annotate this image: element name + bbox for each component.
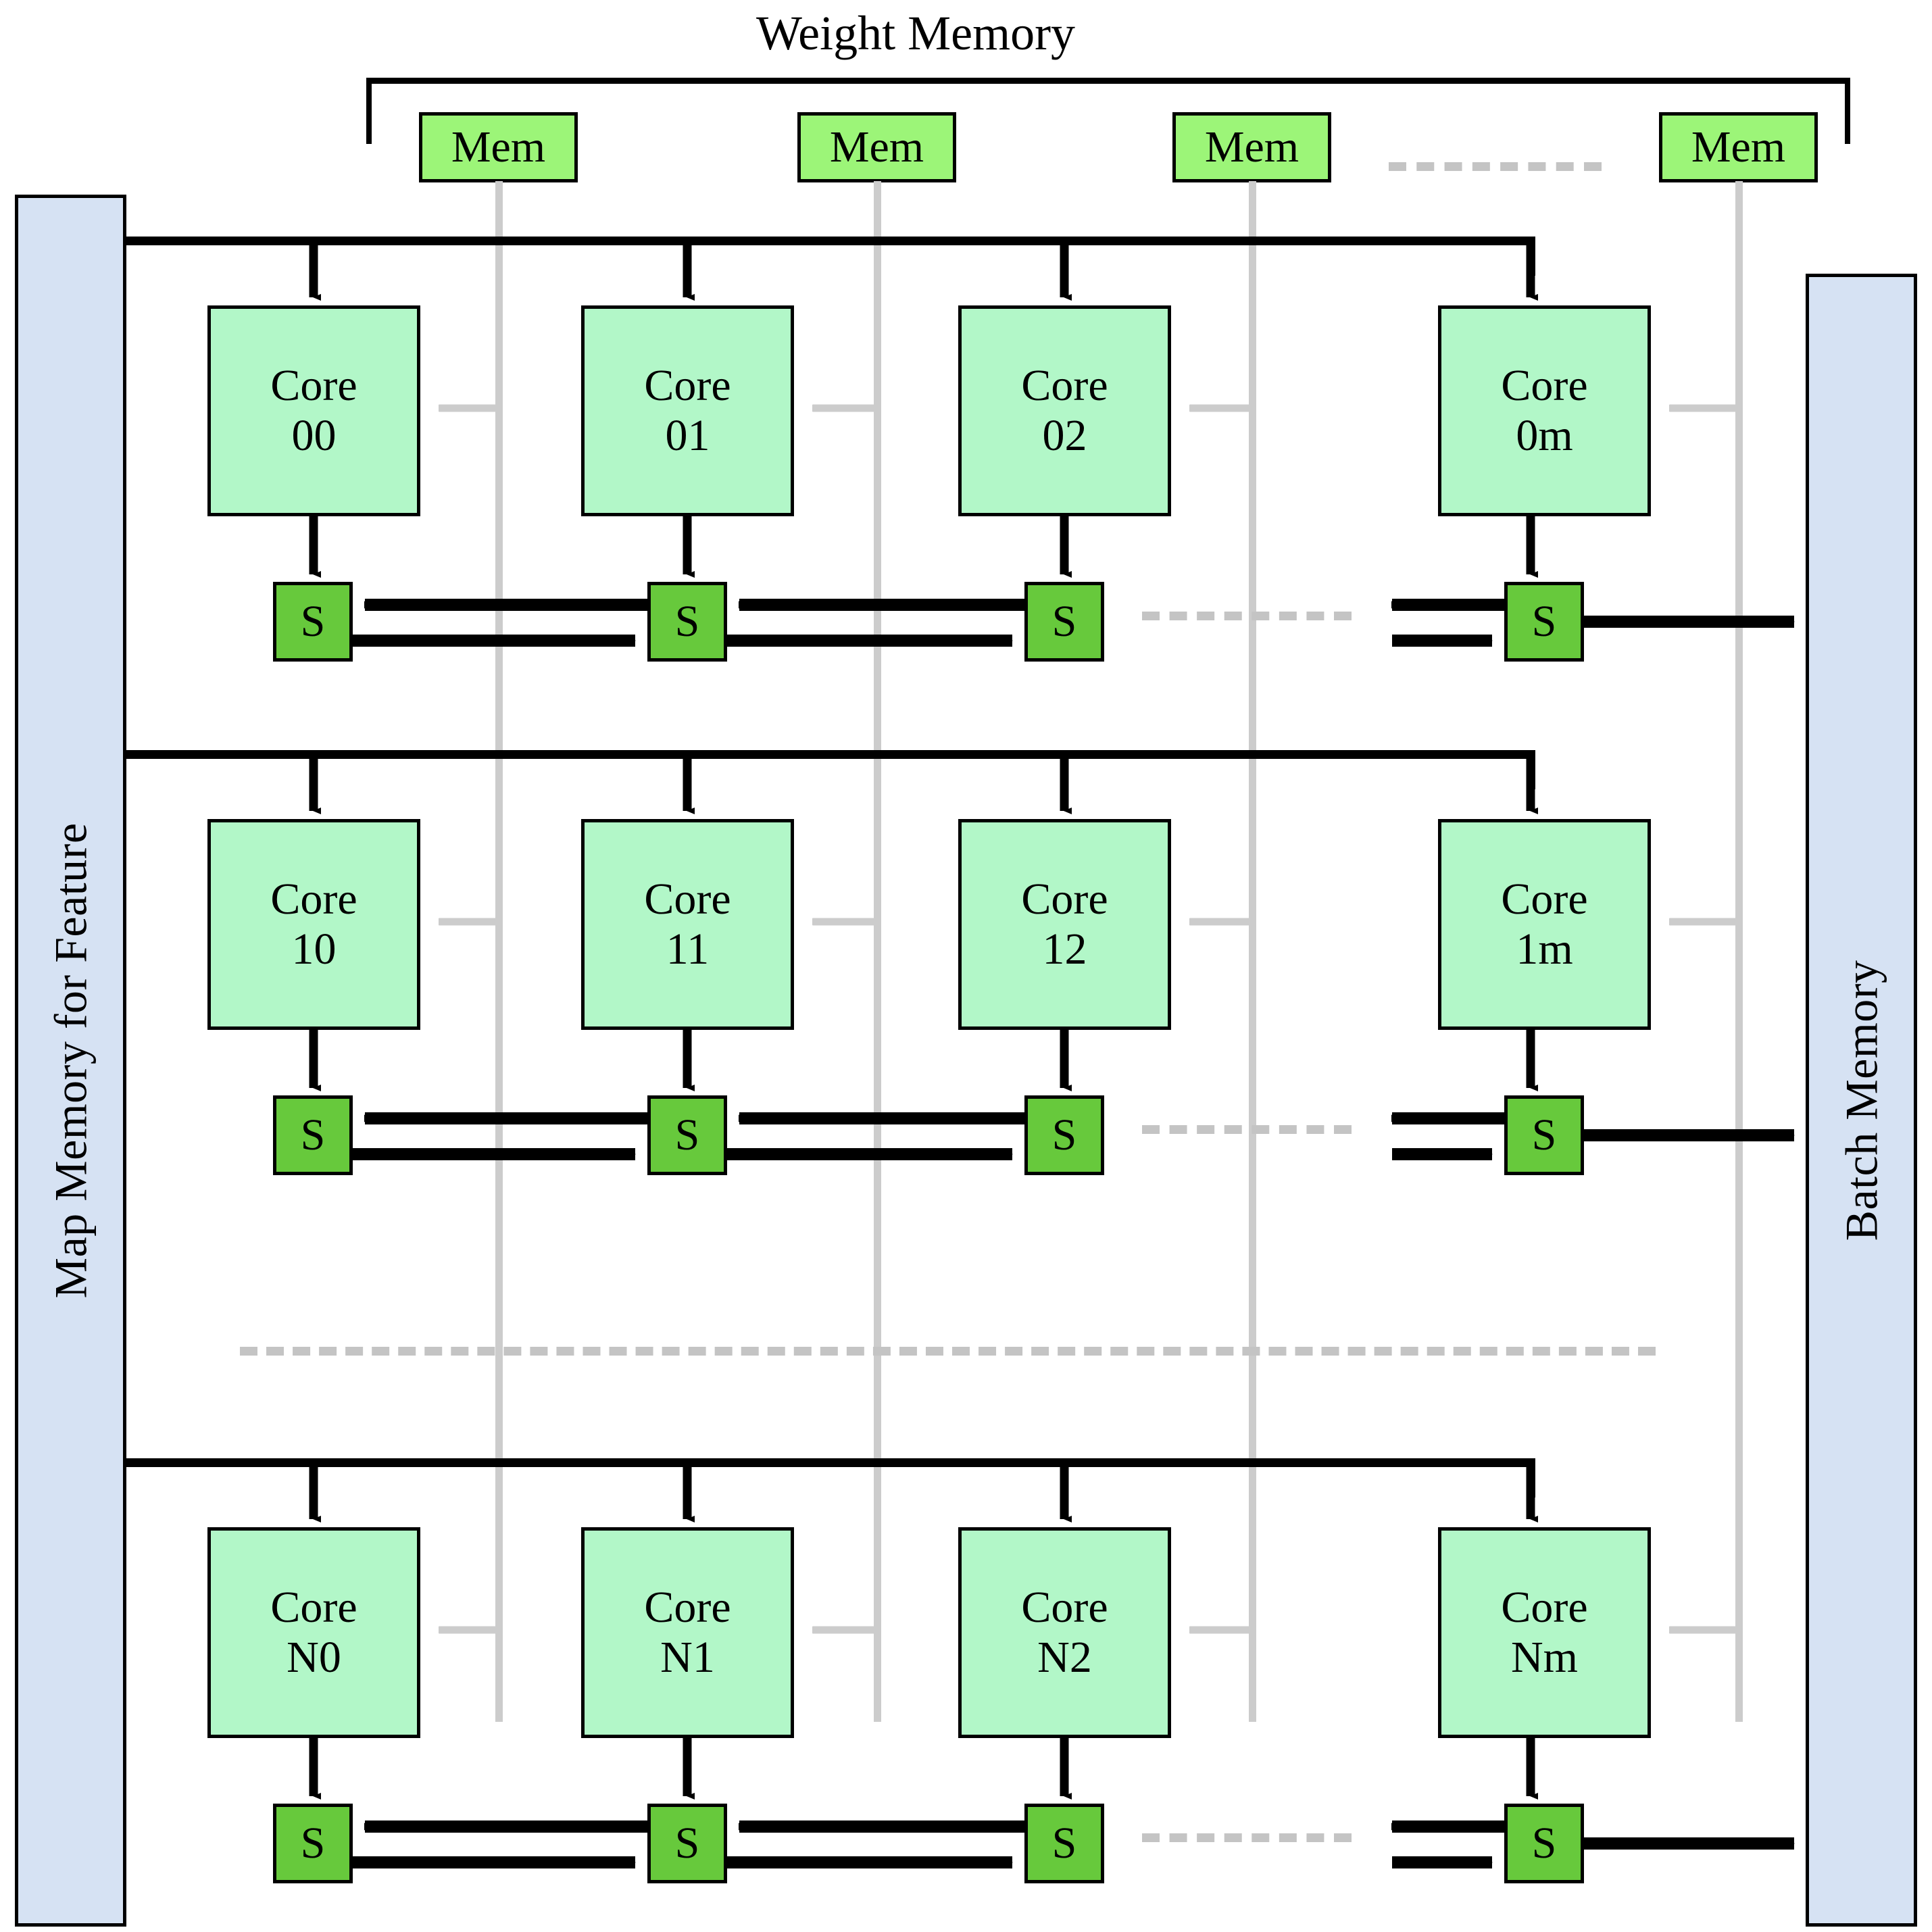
core-N2[interactable]: Core N2 (958, 1527, 1171, 1738)
switch-0m[interactable]: S (1504, 582, 1584, 662)
switch-N1[interactable]: S (647, 1804, 727, 1883)
core-index: N1 (660, 1633, 715, 1682)
core-name: Core (644, 361, 731, 411)
weight-mem-module-label: Mem (451, 122, 546, 172)
switch-label: S (674, 1110, 700, 1160)
weight-mem-module-label: Mem (1691, 122, 1786, 172)
core-index: 10 (291, 924, 337, 974)
core-index: 1m (1516, 924, 1573, 974)
switch-Nm[interactable]: S (1504, 1804, 1584, 1883)
switch-label: S (1051, 1818, 1077, 1868)
weight-mem-ellipsis (1389, 162, 1602, 171)
core-index: N0 (287, 1633, 341, 1682)
core-name: Core (1021, 1583, 1108, 1633)
core-name: Core (1501, 361, 1588, 411)
feature-bus-row-N-right-drop (1527, 1458, 1535, 1497)
weight-memory-bracket-left-tick (366, 78, 372, 144)
core-name: Core (1021, 361, 1108, 411)
feature-bus-row-1-right-drop (1527, 750, 1535, 789)
weight-mem-module-2[interactable]: Mem (1172, 112, 1331, 182)
core-N1[interactable]: Core N1 (581, 1527, 794, 1738)
switch-10[interactable]: S (273, 1095, 353, 1175)
core-index: 02 (1042, 411, 1087, 460)
switch-02[interactable]: S (1024, 582, 1104, 662)
core-02[interactable]: Core 02 (958, 305, 1171, 516)
core-01[interactable]: Core 01 (581, 305, 794, 516)
weight-mem-module-0[interactable]: Mem (419, 112, 578, 182)
weight-mem-module-3[interactable]: Mem (1659, 112, 1818, 182)
switch-label: S (1051, 597, 1077, 646)
switch-label: S (1531, 1818, 1557, 1868)
switch-00[interactable]: S (273, 582, 353, 662)
core-10[interactable]: Core 10 (207, 819, 420, 1030)
switch-label: S (300, 597, 326, 646)
core-index: 00 (291, 411, 337, 460)
page-title: Weight Memory (756, 6, 1076, 60)
switch-label: S (300, 1818, 326, 1868)
map-memory-label: Map Memory for Feature (45, 822, 97, 1299)
core-name: Core (270, 874, 357, 924)
core-index: N2 (1037, 1633, 1092, 1682)
batch-memory-label: Batch Memory (1835, 960, 1887, 1241)
core-name: Core (644, 1583, 731, 1633)
weight-mem-module-label: Mem (829, 122, 924, 172)
map-memory-for-feature-panel[interactable]: Map Memory for Feature (15, 195, 126, 1927)
core-name: Core (1021, 874, 1108, 924)
core-00[interactable]: Core 00 (207, 305, 420, 516)
core-0m[interactable]: Core 0m (1438, 305, 1651, 516)
switch-N0[interactable]: S (273, 1804, 353, 1883)
weight-trunk-line-1 (874, 181, 881, 1722)
switch-N2[interactable]: S (1024, 1804, 1104, 1883)
switch-label: S (1531, 597, 1557, 646)
switch-label: S (300, 1110, 326, 1160)
core-index: 11 (666, 924, 710, 974)
row-continuation-ellipsis (240, 1347, 1656, 1356)
feature-bus-row-N (123, 1458, 1535, 1467)
core-11[interactable]: Core 11 (581, 819, 794, 1030)
core-Nm[interactable]: Core Nm (1438, 1527, 1651, 1738)
weight-memory-bracket-top (366, 78, 1850, 84)
feature-bus-row-0 (123, 237, 1535, 245)
switch-label: S (674, 1818, 700, 1868)
core-name: Core (1501, 1583, 1588, 1633)
weight-memory-bracket-right-tick (1845, 78, 1850, 144)
feature-bus-row-1 (123, 750, 1535, 759)
switch-12[interactable]: S (1024, 1095, 1104, 1175)
core-12[interactable]: Core 12 (958, 819, 1171, 1030)
switch-row-1-ellipsis (1142, 1125, 1352, 1134)
core-N0[interactable]: Core N0 (207, 1527, 420, 1738)
switch-row-N-ellipsis (1142, 1833, 1352, 1842)
weight-trunk-line-2 (1249, 181, 1256, 1722)
switch-11[interactable]: S (647, 1095, 727, 1175)
weight-mem-module-label: Mem (1204, 122, 1299, 172)
core-name: Core (1501, 874, 1588, 924)
batch-memory-panel[interactable]: Batch Memory (1806, 274, 1917, 1927)
switch-label: S (674, 597, 700, 646)
switch-01[interactable]: S (647, 582, 727, 662)
switch-label: S (1051, 1110, 1077, 1160)
core-index: Nm (1511, 1633, 1578, 1682)
weight-trunk-line-3 (1735, 181, 1743, 1722)
weight-trunk-line-0 (495, 181, 503, 1722)
switch-1m[interactable]: S (1504, 1095, 1584, 1175)
core-1m[interactable]: Core 1m (1438, 819, 1651, 1030)
weight-mem-module-1[interactable]: Mem (797, 112, 956, 182)
core-index: 01 (665, 411, 710, 460)
feature-bus-row-0-right-drop (1527, 237, 1535, 276)
core-name: Core (270, 361, 357, 411)
core-name: Core (270, 1583, 357, 1633)
switch-label: S (1531, 1110, 1557, 1160)
switch-row-0-ellipsis (1142, 612, 1352, 620)
core-index: 0m (1516, 411, 1573, 460)
core-index: 12 (1042, 924, 1087, 974)
core-name: Core (644, 874, 731, 924)
